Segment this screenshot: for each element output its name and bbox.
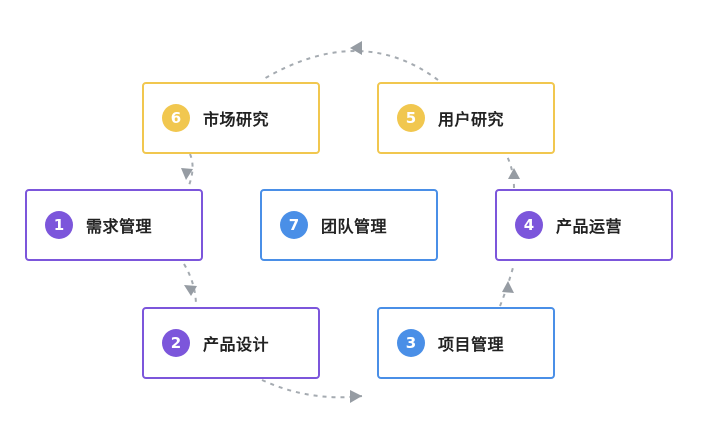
node-number-badge: 5 <box>397 104 425 132</box>
arrow-demand-to-design <box>183 263 197 307</box>
arrow-design-to-project <box>261 379 363 399</box>
node-number-badge: 6 <box>162 104 190 132</box>
node-demand-management: 1 需求管理 <box>25 189 203 261</box>
node-label: 用户研究 <box>438 110 505 129</box>
arrow-project-to-operation <box>499 263 515 307</box>
arrowhead-bottom <box>350 390 362 403</box>
arrowhead-top <box>350 41 362 55</box>
node-team-management: 7 团队管理 <box>260 189 438 261</box>
arrowhead-right-upper <box>508 168 520 179</box>
node-project-management: 3 项目管理 <box>377 307 555 379</box>
node-label: 团队管理 <box>321 217 388 236</box>
node-number-badge: 3 <box>397 329 425 357</box>
arrow-market-to-demand <box>187 153 194 189</box>
node-number-badge: 1 <box>45 211 73 239</box>
node-product-operation: 4 产品运营 <box>495 189 673 261</box>
arrowhead-right-lower <box>502 281 514 293</box>
arrow-operation-to-user <box>505 153 515 189</box>
node-label: 市场研究 <box>203 110 270 129</box>
node-market-research: 6 市场研究 <box>142 82 320 154</box>
node-label: 产品运营 <box>556 217 623 236</box>
arrowhead-left-lower <box>184 285 197 296</box>
arrowhead-left-upper <box>181 168 193 180</box>
node-user-research: 5 用户研究 <box>377 82 555 154</box>
node-product-design: 2 产品设计 <box>142 307 320 379</box>
node-number-badge: 2 <box>162 329 190 357</box>
arrow-user-to-market <box>261 50 439 81</box>
node-number-badge: 7 <box>280 211 308 239</box>
node-label: 产品设计 <box>203 335 270 354</box>
node-label: 需求管理 <box>86 217 153 236</box>
node-number-badge: 4 <box>515 211 543 239</box>
node-label: 项目管理 <box>438 335 505 354</box>
